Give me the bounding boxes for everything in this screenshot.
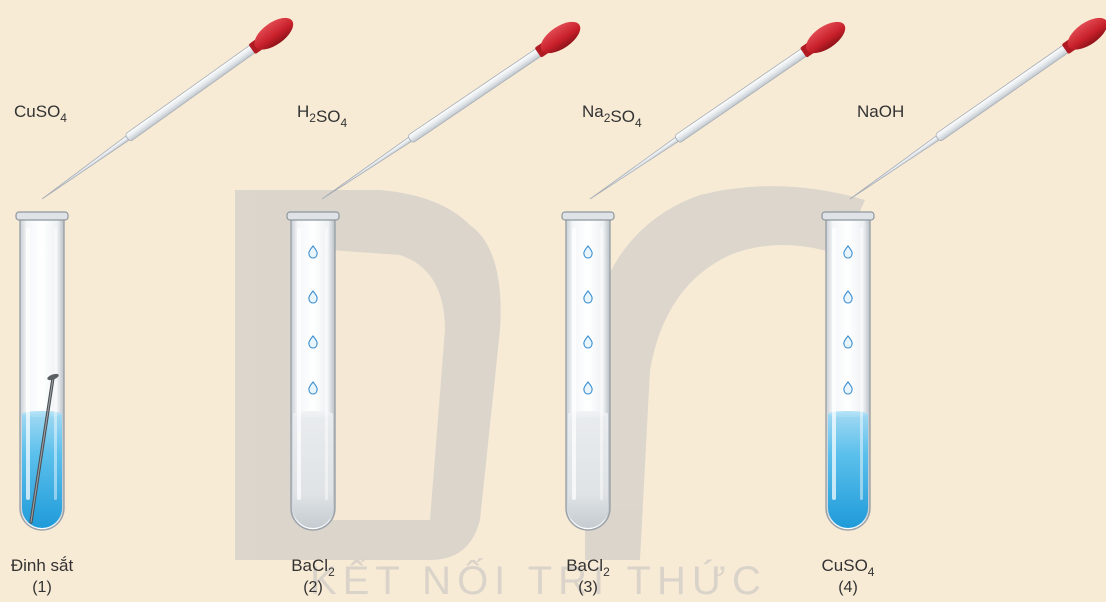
drop-icon [308,335,318,349]
drop-icon [583,335,593,349]
drop-icon [843,335,853,349]
tube-glass-3 [561,211,615,531]
pipette-bulb-3 [805,21,846,54]
tube-rim-4 [821,211,875,221]
tube-number-3: (3) [578,579,598,596]
liquid-3 [568,414,608,528]
test-tube-4: NaOH CuSO4(4) [821,17,1106,596]
tube-glass-4 [821,211,875,531]
pipette-2 [321,21,581,200]
drop-icon [308,290,318,304]
pipette-3 [589,21,846,200]
reagent-label-2: H2SO4 [297,102,348,130]
tube-number-2: (2) [303,579,323,596]
pipette-bulb-2 [540,21,581,54]
reagent-label-3: Na2SO4 [582,102,642,130]
pipette-1 [41,17,294,200]
iron-nail-icon [29,373,59,524]
reagent-label-4: NaOH [857,102,904,121]
tube-rim-1 [15,211,69,221]
tube-glass-2 [286,211,340,531]
watermark-text: KẾT NỐI TRI THỨC [310,557,767,597]
content-label-3: BaCl2 [566,556,610,579]
liquid-2 [293,414,333,528]
drop-icon [843,290,853,304]
tube-number-1: (1) [32,579,52,596]
tube-number-4: (4) [838,579,858,596]
drop-icon [843,245,853,259]
pipette-4 [849,17,1106,200]
drop-icon [308,381,318,395]
tube-glass-1 [15,211,69,531]
drop-icon [583,290,593,304]
drop-icon [583,245,593,259]
reagent-label-1: CuSO4 [14,102,67,125]
pipette-bulb-4 [1067,17,1106,50]
content-label-2: BaCl2 [291,556,335,579]
tube-rim-2 [286,211,340,221]
drop-icon [308,245,318,259]
tube-rim-3 [561,211,615,221]
drop-icon [843,381,853,395]
pipette-bulb-1 [254,17,294,50]
content-label-1: Đinh sắt [11,556,74,575]
content-label-4: CuSO4 [822,556,875,579]
liquid-4 [828,414,868,528]
drop-icon [583,381,593,395]
liquid-1 [22,414,62,528]
